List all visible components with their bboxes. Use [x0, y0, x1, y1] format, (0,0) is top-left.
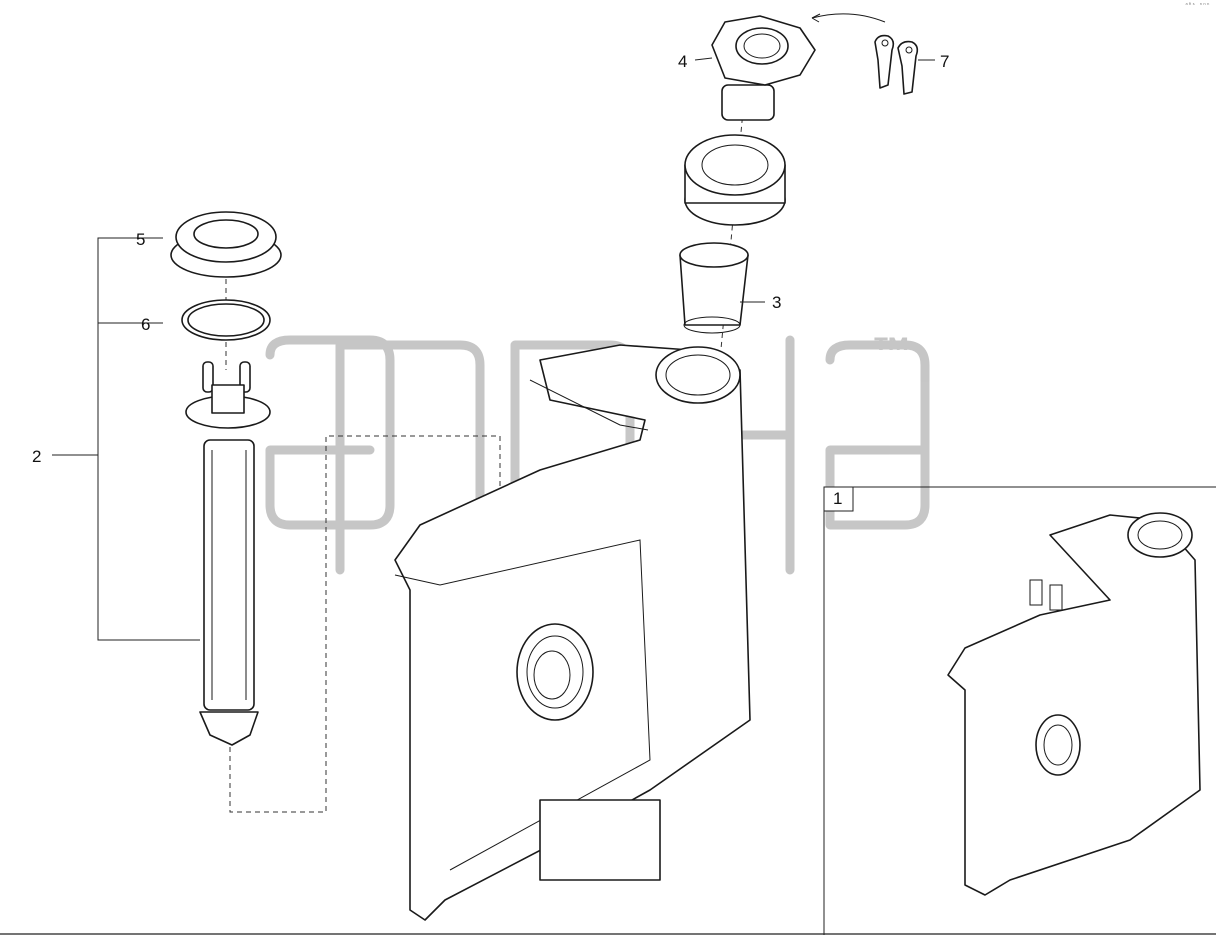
corner-mark: ᵃᴿˢ ⁿⁿⁿ	[1184, 2, 1210, 9]
level-sender-part	[185, 361, 271, 746]
callout-7: 7	[940, 52, 949, 71]
fuel-tank-part	[394, 344, 751, 921]
callout-4: 4	[678, 52, 687, 71]
keys-part	[811, 13, 919, 95]
callout-2: 2	[32, 447, 41, 466]
fuel-cap-part	[711, 15, 816, 121]
callout-6: 6	[141, 315, 150, 334]
callout-5: 5	[136, 230, 145, 249]
o-ring-part	[181, 299, 271, 341]
leader-lines	[694, 57, 935, 303]
callout-3: 3	[772, 293, 781, 312]
assembled-inset	[823, 486, 1216, 935]
strainer-part	[679, 242, 749, 334]
trademark-symbol: ™	[872, 330, 912, 374]
callout-1: 1	[833, 489, 842, 508]
group-bracket	[52, 237, 200, 641]
seal-ring-part	[170, 211, 282, 278]
filler-neck-part	[684, 134, 786, 226]
